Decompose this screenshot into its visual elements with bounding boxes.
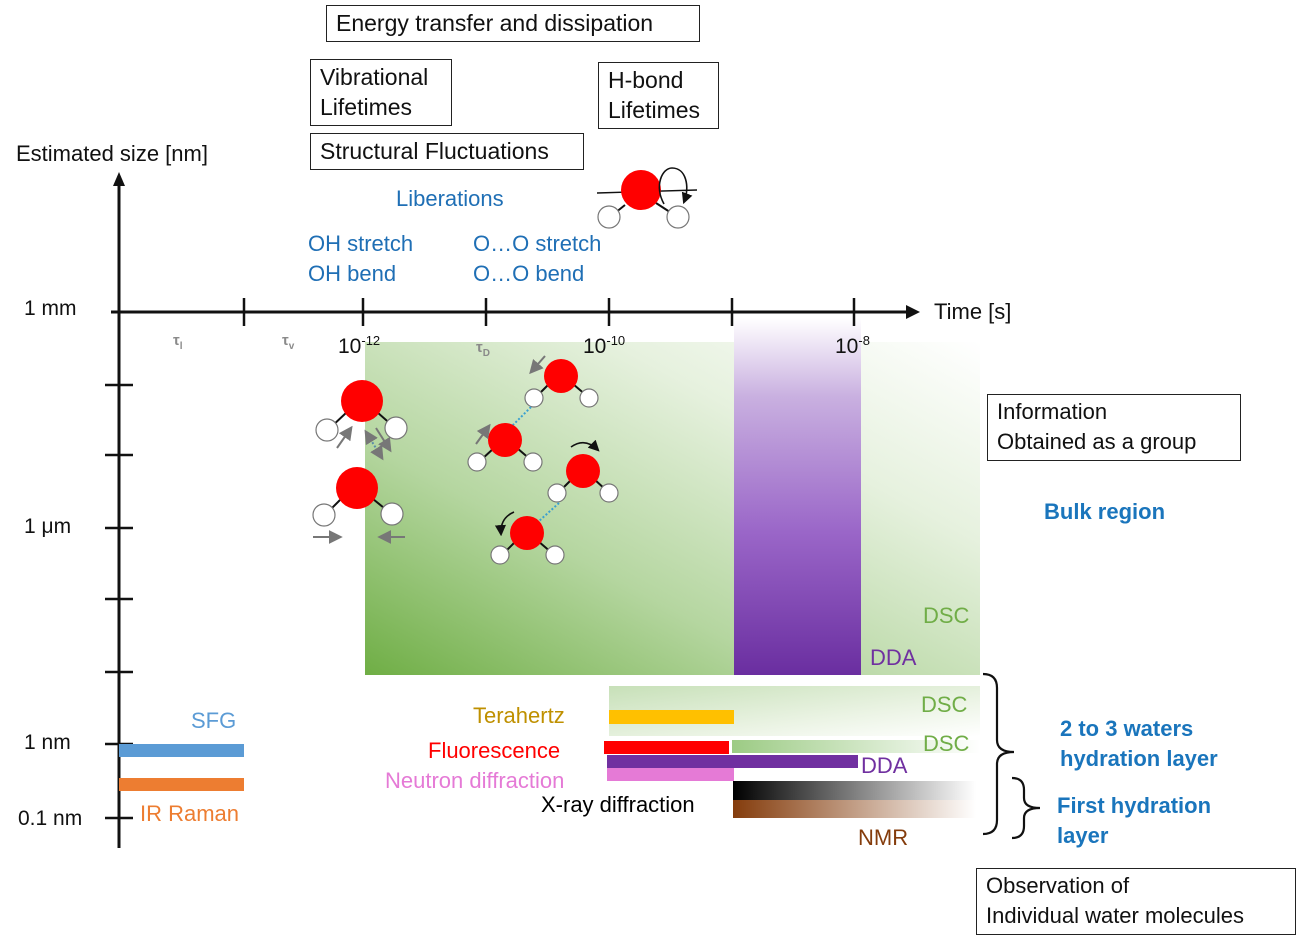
energy-transfer-box: Energy transfer and dissipation (326, 5, 700, 42)
hbond-line-1: H-bond (608, 67, 684, 93)
x-axis-label: Time [s] (934, 299, 1012, 324)
y-axis-arrow (113, 172, 125, 186)
water-molecule-icon (596, 170, 698, 229)
terahertz-bar (609, 710, 734, 724)
individual-info-line-2: Individual water molecules (986, 903, 1245, 928)
terahertz-label: Terahertz (473, 703, 565, 728)
dda-column (734, 318, 861, 675)
ir-raman-bar (119, 778, 244, 791)
rotation-arrow-icon (658, 167, 693, 205)
xray-bar (733, 781, 976, 800)
group-info-line-2: Obtained as a group (997, 429, 1197, 454)
liberations-label: Liberations (396, 186, 504, 211)
tau-d-label: τD (476, 339, 490, 361)
group-info-line-1: Information (997, 399, 1108, 424)
dsc-bulk-label: DSC (923, 603, 970, 628)
exp-power: -12 (361, 333, 381, 348)
hydration-layer-label-1: 2 to 3 waters (1060, 716, 1194, 741)
water-molecule-icon (547, 454, 619, 503)
rotation-arrow-icon (570, 439, 600, 452)
vibration-arrow-icon (529, 355, 546, 375)
x-axis-arrow (906, 305, 920, 319)
tau-symbol: τ (173, 332, 180, 349)
y-tick-label-um: 1 μm (24, 515, 72, 538)
x-tick-label-1e-10: 10-10 (583, 333, 625, 360)
sfg-bar (119, 744, 244, 757)
bulk-region-label: Bulk region (1044, 499, 1166, 524)
vibrational-line-1: Vibrational (320, 64, 429, 90)
neutron-bar (607, 768, 734, 781)
tau-sub: l (179, 341, 183, 352)
hbond-dotted-line (364, 429, 384, 461)
oh-stretch-label: OH stretch (308, 231, 414, 256)
oo-stretch-label: O…O stretch (473, 231, 602, 256)
fluorescence-bar (604, 741, 729, 754)
first-layer-brace (1011, 776, 1041, 840)
dsc-hydration-label: DSC (921, 692, 968, 717)
energy-transfer-text: Energy transfer and dissipation (336, 10, 654, 36)
neutron-diffraction-label: Neutron diffraction (385, 768, 565, 793)
exp-base: 10 (583, 335, 607, 358)
bulk-dsc-region (365, 342, 980, 675)
group-info-box: Information Obtained as a group (987, 394, 1241, 461)
rotation-arrow-icon (494, 511, 515, 537)
dda-bulk-label: DDA (870, 645, 917, 670)
tau-symbol: τ (282, 332, 289, 349)
hydration-layer-label-2: hydration layer (1060, 746, 1218, 771)
dda-hydration-label: DDA (861, 753, 908, 778)
structural-fluctuations-box: Structural Fluctuations (310, 133, 584, 170)
water-molecule-icon (524, 359, 599, 408)
y-axis-label: Estimated size [nm] (16, 141, 208, 166)
dda-bar (607, 755, 858, 768)
nmr-bar (733, 800, 976, 818)
hbond-dotted-line (509, 406, 532, 429)
water-molecule-icon (467, 423, 543, 472)
hbond-lifetimes-box: H-bond Lifetimes (598, 62, 719, 129)
vibration-arrow-icon (475, 423, 491, 445)
tau-l-label: τl (173, 332, 182, 354)
exp-power: -10 (606, 333, 626, 348)
exp-power: -8 (858, 333, 870, 348)
exp-base: 10 (835, 335, 859, 358)
vibrational-lifetimes-box: Vibrational Lifetimes (310, 59, 452, 126)
individual-info-line-1: Observation of (986, 873, 1130, 898)
exp-base: 10 (338, 335, 362, 358)
water-molecule-icon (312, 467, 404, 527)
nmr-label: NMR (858, 825, 909, 850)
dsc-thin-band (732, 740, 980, 753)
individual-info-box: Observation of Individual water molecule… (976, 868, 1296, 935)
y-tick-label-nm: 1 nm (24, 731, 71, 754)
vibration-arrow-icon (336, 425, 353, 449)
vibrational-line-2: Lifetimes (320, 94, 413, 120)
hbond-dotted-line (537, 502, 560, 523)
tau-v-label: τv (282, 332, 294, 354)
dsc-thin-label: DSC (923, 731, 970, 756)
first-layer-label-1: First hydration (1057, 793, 1212, 818)
y-tick-label-mm: 1 mm (24, 297, 77, 320)
x-tick-label-1e-12: 10-12 (338, 333, 380, 360)
sfg-label: SFG (191, 708, 237, 733)
structural-text: Structural Fluctuations (320, 138, 549, 164)
tau-symbol: τ (476, 339, 483, 356)
y-tick-label-01nm: 0.1 nm (18, 807, 83, 830)
hbond-line-2: Lifetimes (608, 97, 701, 123)
oo-bend-label: O…O bend (473, 261, 585, 286)
tau-sub: v (288, 341, 295, 352)
x-tick-label-1e-8: 10-8 (835, 333, 870, 360)
water-molecule-icon (315, 380, 408, 442)
ir-raman-label: IR Raman (140, 801, 240, 826)
first-layer-label-2: layer (1057, 823, 1109, 848)
fluorescence-label: Fluorescence (428, 738, 561, 763)
oh-bend-label: OH bend (308, 261, 397, 286)
xray-diffraction-label: X-ray diffraction (541, 792, 695, 817)
tau-sub: D (482, 348, 490, 359)
hydration-layer-brace (982, 672, 1015, 836)
water-molecule-icon (490, 516, 565, 565)
